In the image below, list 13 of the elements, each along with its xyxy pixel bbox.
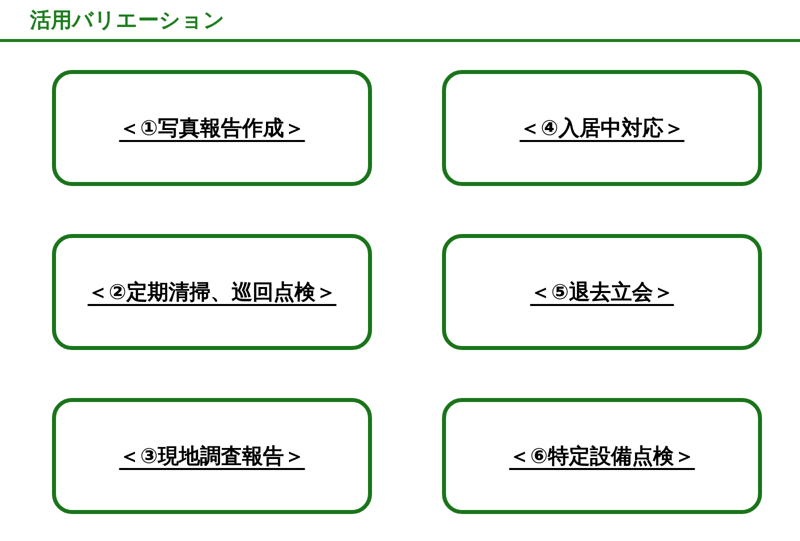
box-label: ＜④入居中対応＞ <box>520 115 684 142</box>
rounded-box <box>52 398 372 514</box>
box-label: ＜⑤退去立会＞ <box>530 279 674 306</box>
rounded-box <box>442 234 762 350</box>
box-label: ＜⑥特定設備点検＞ <box>509 443 695 470</box>
rounded-box <box>442 70 762 186</box>
box-label: ＜③現地調査報告＞ <box>119 443 305 470</box>
box-label: ＜②定期清掃、巡回点検＞ <box>88 279 336 306</box>
rounded-box <box>52 234 372 350</box>
rounded-box <box>52 70 372 186</box>
rounded-box <box>442 398 762 514</box>
box-label: ＜①写真報告作成＞ <box>119 115 305 142</box>
page-title: 活用バリエーション <box>30 7 225 34</box>
